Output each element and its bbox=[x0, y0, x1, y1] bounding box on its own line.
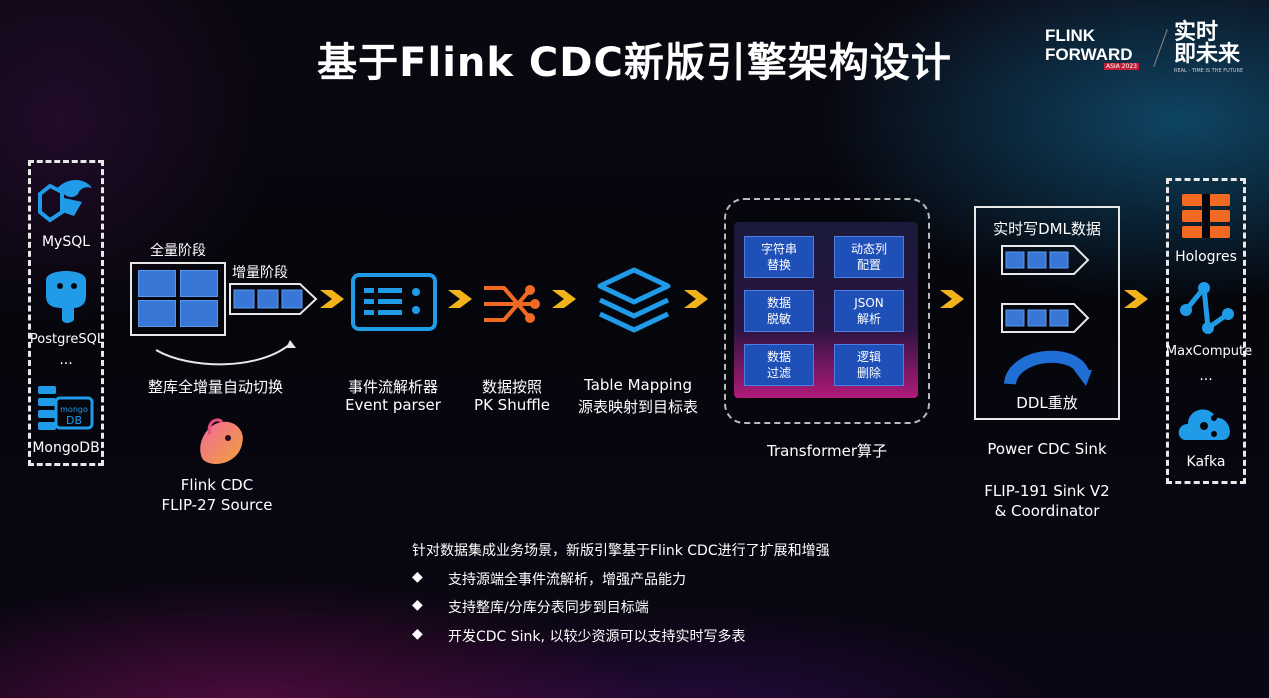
bullet-item: 支持整库/分库分表同步到目标端 bbox=[448, 600, 649, 616]
svg-text:DB: DB bbox=[66, 414, 82, 427]
logo-cn-line2: 即未来 bbox=[1174, 42, 1241, 67]
flink-squirrel-icon bbox=[200, 418, 243, 464]
flow-chevron-1 bbox=[320, 290, 344, 308]
flink-cdc-line1: Flink CDC bbox=[180, 476, 254, 494]
source-box bbox=[28, 160, 104, 466]
logo-badge: ASIA 2023 bbox=[1104, 63, 1139, 70]
sink-header: 实时写DML数据 bbox=[993, 220, 1101, 238]
flow-chevron-6 bbox=[1124, 290, 1148, 308]
logo-line2: FORWARD bbox=[1045, 45, 1133, 64]
ddl-replay-arrow bbox=[1004, 350, 1092, 386]
event-parser-icon bbox=[351, 273, 437, 331]
transformer-cell-text: 解析 bbox=[856, 312, 881, 326]
table-mapping-icon bbox=[597, 267, 671, 333]
transformer-cell-text: JSON bbox=[854, 296, 884, 310]
flow-chevron-2 bbox=[448, 290, 472, 308]
incr-stage-label: 增量阶段 bbox=[232, 265, 288, 281]
transformer-cell-text: 替换 bbox=[766, 258, 791, 272]
switch-arrow bbox=[155, 340, 296, 366]
source-ellipsis: ... bbox=[59, 352, 73, 368]
logo-cn-line1: 实时 bbox=[1174, 20, 1219, 45]
flink-forward-logo: FLINK FORWARD bbox=[1045, 26, 1133, 64]
transformer-cell: JSON 解析 bbox=[834, 290, 904, 332]
kafka-icon bbox=[1178, 409, 1230, 440]
shuffle-icon bbox=[484, 285, 540, 323]
bullets-intro: 针对数据集成业务场景，新版引擎基于Flink CDC进行了扩展和增强 bbox=[412, 543, 830, 559]
hologres-icon bbox=[1182, 194, 1230, 238]
transformer-cell-text: 动态列 bbox=[850, 242, 887, 256]
sink-sub2: & Coordinator bbox=[994, 502, 1100, 520]
flow-chevron-3 bbox=[552, 290, 576, 308]
target-maxcompute: MaxCompute bbox=[1165, 344, 1253, 359]
transformer-caption: Transformer算子 bbox=[766, 442, 887, 460]
maxcompute-icon bbox=[1180, 281, 1234, 334]
full-stage-box bbox=[130, 262, 226, 336]
full-stage-cell bbox=[180, 270, 218, 297]
logo-cn: 实时 即未来 bbox=[1174, 22, 1240, 66]
bullet-icon: ◆ bbox=[412, 626, 423, 642]
transformer-cell-text: 字符串 bbox=[760, 242, 797, 256]
mapping-line2: 源表映射到目标表 bbox=[577, 398, 698, 416]
source-postgresql: PostgreSQL bbox=[29, 332, 105, 347]
postgresql-icon bbox=[46, 271, 86, 323]
bullet-icon: ◆ bbox=[412, 569, 423, 585]
full-stage-label: 全量阶段 bbox=[150, 243, 206, 259]
full-stage-cell bbox=[138, 270, 176, 297]
target-ellipsis: ... bbox=[1199, 368, 1213, 384]
flink-cdc-line2: FLIP-27 Source bbox=[161, 496, 273, 514]
transformer-cell: 数据 过滤 bbox=[744, 344, 814, 386]
transformer-cell-text: 逻辑 bbox=[856, 350, 881, 364]
transformer-cell: 字符串 替换 bbox=[744, 236, 814, 278]
parser-line2: Event parser bbox=[345, 396, 441, 414]
parser-line1: 事件流解析器 bbox=[347, 378, 438, 396]
transformer-cell: 动态列 配置 bbox=[834, 236, 904, 278]
svg-text:mongo: mongo bbox=[60, 405, 88, 414]
transformer-cell-text: 过滤 bbox=[766, 366, 791, 380]
target-hologres: Hologres bbox=[1175, 249, 1237, 265]
full-stage-cell bbox=[180, 300, 218, 327]
target-box bbox=[1166, 178, 1246, 484]
bullet-icon: ◆ bbox=[412, 597, 423, 613]
shuffle-line1: 数据按照 bbox=[481, 378, 542, 396]
dml-arrow-1 bbox=[1001, 245, 1090, 275]
flow-chevron-5 bbox=[940, 290, 964, 308]
mongodb-icon: mongo DB bbox=[38, 386, 94, 430]
bullet-item: 支持源端全事件流解析，增强产品能力 bbox=[448, 572, 686, 588]
transformer-box bbox=[724, 198, 930, 424]
transformer-cell-text: 删除 bbox=[856, 366, 881, 380]
source-mongodb: MongoDB bbox=[32, 440, 100, 456]
transformer-cell-text: 脱敏 bbox=[766, 312, 791, 326]
flow-chevron-4 bbox=[684, 290, 708, 308]
sink-ddl: DDL重放 bbox=[1016, 394, 1078, 412]
transformer-cell-text: 配置 bbox=[856, 258, 881, 272]
sink-box bbox=[974, 206, 1120, 420]
full-stage-cell bbox=[138, 300, 176, 327]
dml-arrow-2 bbox=[1001, 303, 1090, 333]
sink-caption: Power CDC Sink bbox=[987, 440, 1107, 458]
logo-tagline: REAL - TIME IS THE FUTURE bbox=[1174, 68, 1244, 74]
page-title: 基于Flink CDC新版引擎架构设计 bbox=[317, 40, 952, 86]
logo-line1: FLINK bbox=[1045, 26, 1096, 45]
bullet-item: 开发CDC Sink, 以较少资源可以支持实时写多表 bbox=[448, 629, 746, 645]
shuffle-line2: PK Shuffle bbox=[474, 396, 550, 414]
transformer-cell-text: 数据 bbox=[766, 296, 791, 310]
transformer-cell: 数据 脱敏 bbox=[744, 290, 814, 332]
incr-stage-arrow bbox=[229, 283, 318, 315]
transformer-cell-text: 数据 bbox=[766, 350, 791, 364]
mysql-icon bbox=[38, 179, 92, 223]
target-kafka: Kafka bbox=[1186, 454, 1226, 470]
source-mysql: MySQL bbox=[41, 234, 91, 250]
sink-sub1: FLIP-191 Sink V2 bbox=[984, 482, 1110, 500]
full-stage-caption: 整库全增量自动切换 bbox=[148, 378, 284, 396]
mapping-line1: Table Mapping bbox=[584, 376, 692, 394]
transformer-cell: 逻辑 删除 bbox=[834, 344, 904, 386]
